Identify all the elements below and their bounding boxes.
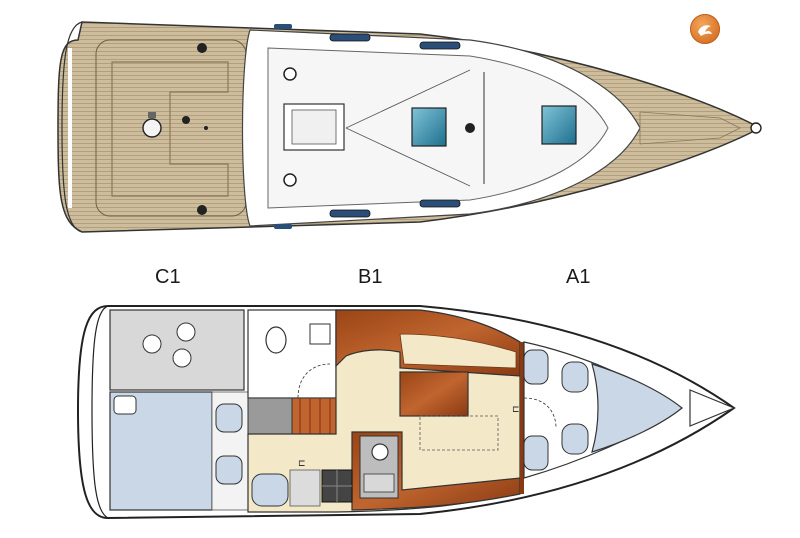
- fender-icon: [142, 334, 162, 354]
- bow-roller: [750, 122, 762, 134]
- anchor-locker: [689, 389, 736, 427]
- aft-cabin-seat: [215, 403, 243, 433]
- toilet-icon: [265, 326, 287, 354]
- fender-icon: [172, 348, 192, 368]
- forward-cabin-berth: [591, 363, 683, 453]
- helm-pedestal: [148, 112, 156, 118]
- companionway-slide: [291, 109, 337, 145]
- aft-cabin-seat: [215, 455, 243, 485]
- head-sink-icon: [309, 323, 331, 345]
- galley-marker: ⊏: [298, 458, 306, 468]
- saloon-table: [399, 371, 469, 417]
- saloon-table-leaf: [419, 415, 499, 451]
- zone-label-b1: B1: [358, 266, 382, 288]
- interior-transom: [91, 305, 109, 519]
- forward-cabin-seat: [561, 423, 589, 455]
- portlight-small: [274, 24, 292, 29]
- head-door-swing: [297, 363, 331, 399]
- cockpit-floor: [95, 39, 247, 217]
- portlight: [329, 209, 371, 218]
- saloon-settee-cushion: [399, 333, 517, 369]
- forward-cabin-seat: [523, 435, 549, 471]
- winch-icon: [204, 126, 208, 130]
- zone-label-c1: C1: [155, 266, 181, 288]
- mast-base: [465, 123, 475, 133]
- winch-icon: [283, 173, 297, 187]
- companionway-stairs: [291, 397, 345, 435]
- deck-hatch-main: [411, 107, 447, 147]
- helm-wheel-icon: [142, 118, 162, 138]
- winch-icon: [197, 43, 207, 53]
- bulkhead: [520, 342, 524, 494]
- head-compartment: [247, 309, 337, 399]
- nav-step: [289, 469, 321, 507]
- forward-cabin-door-swing: [523, 397, 557, 429]
- rig-line: [345, 127, 471, 187]
- interior-plan: ⊏ ⊏: [76, 305, 736, 520]
- deck-hatch-fore: [541, 105, 577, 145]
- cockpit-bench-outline: [111, 61, 229, 197]
- forward-marker: ⊏: [512, 404, 520, 414]
- galley-drawer: [363, 473, 395, 493]
- winch-icon: [182, 116, 190, 124]
- zone-label-a1: A1: [566, 266, 590, 288]
- forward-cabin-seat: [561, 361, 589, 393]
- engine-box: [247, 397, 293, 435]
- fender-icon: [176, 322, 196, 342]
- nav-seat: [251, 473, 289, 507]
- portlight: [329, 33, 371, 42]
- aft-cabin-locker: [113, 395, 137, 415]
- brand-logo-icon: [690, 14, 720, 44]
- portlight: [419, 199, 461, 208]
- portlight-small: [274, 224, 292, 229]
- rig-line: [345, 69, 471, 129]
- forward-cabin-seat: [523, 349, 549, 385]
- portlight: [419, 41, 461, 50]
- winch-icon: [197, 205, 207, 215]
- foredeck-teak: [639, 111, 741, 145]
- deck-transom: [61, 21, 83, 233]
- winch-icon: [283, 67, 297, 81]
- deck-plan: [57, 21, 762, 233]
- sink-icon: [371, 443, 389, 461]
